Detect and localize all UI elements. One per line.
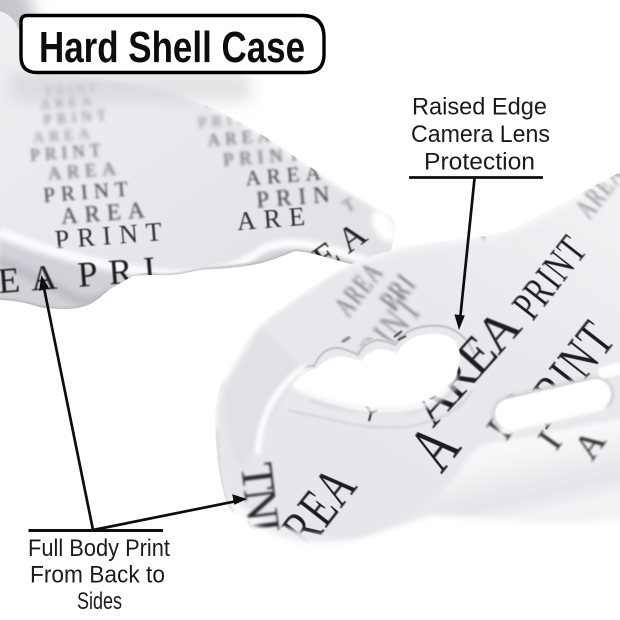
svg-text:Camera Lens: Camera Lens [411, 121, 550, 148]
svg-text:ARE: ARE [236, 201, 314, 236]
svg-text:PRINT: PRINT [43, 107, 111, 129]
svg-text:A: A [0, 209, 6, 236]
svg-text:Sides: Sides [77, 588, 122, 615]
svg-text:AREA: AREA [32, 125, 95, 147]
svg-text:Protection: Protection [424, 149, 535, 176]
svg-text:Hard Shell Case: Hard Shell Case [39, 23, 305, 72]
svg-text:Raised Edge: Raised Edge [412, 94, 547, 121]
svg-text:From Back to: From Back to [30, 562, 165, 589]
svg-text:Full Body Print: Full Body Print [28, 535, 170, 562]
